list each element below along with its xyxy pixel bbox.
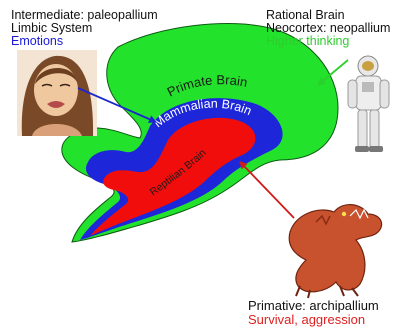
- higher-thinking-label: Higher thinking: [266, 35, 390, 48]
- rational-label-group: Rational Brain Neocortex: neopallium Hig…: [266, 9, 390, 48]
- dinosaur-image: [289, 205, 381, 298]
- primitive-title: Primative: archipallium: [248, 299, 379, 313]
- astronaut-image: [346, 56, 396, 156]
- intermediate-label-group: Intermediate: paleopallium Limbic System…: [11, 9, 158, 48]
- primitive-label-group: Primative: archipallium Survival, aggres…: [248, 299, 379, 327]
- survival-arrow: [244, 166, 294, 218]
- emotions-label: Emotions: [11, 35, 158, 48]
- crying-woman-image: [17, 50, 97, 136]
